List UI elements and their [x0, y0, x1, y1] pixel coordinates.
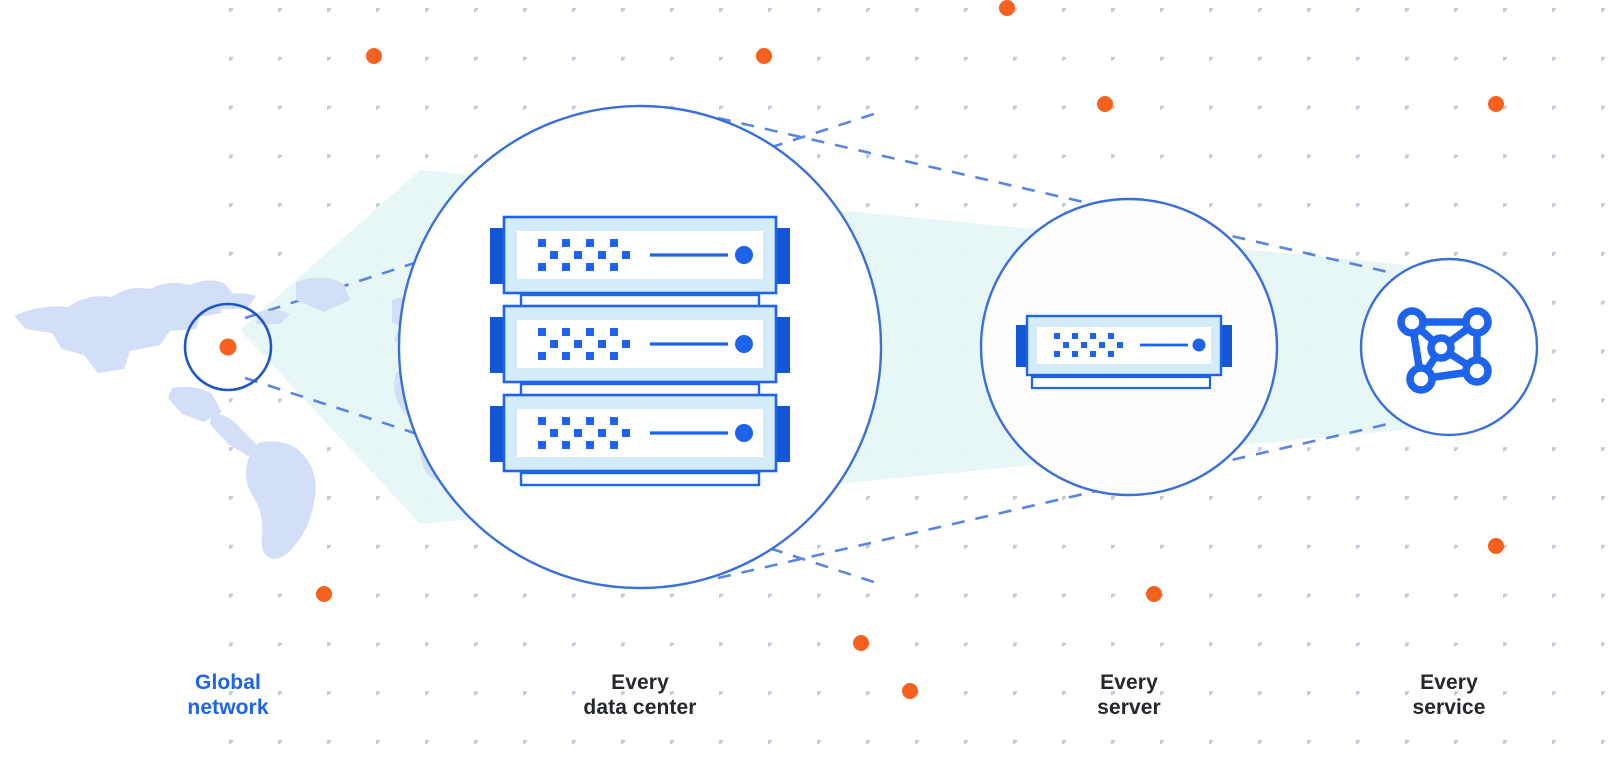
stage-label-service[interactable]: Every service	[1412, 671, 1486, 719]
server-unit-icon	[1016, 314, 1232, 390]
status-dot	[735, 424, 753, 442]
status-dot-matrix	[1054, 333, 1123, 357]
server-rack-unit	[490, 304, 790, 398]
service-network-icon	[1397, 307, 1492, 394]
stage-label-global-network[interactable]: Global network	[187, 671, 269, 719]
globe-lens-circle	[183, 302, 273, 392]
globe-location-dot	[219, 338, 237, 356]
server-rack-unit	[490, 393, 790, 487]
stage-label-data-center[interactable]: Every data center	[583, 671, 697, 719]
status-dot-matrix	[538, 328, 630, 360]
orange-accent-dots	[316, 0, 1504, 699]
server-rack-icon	[490, 215, 790, 487]
status-dot	[735, 335, 753, 353]
status-dot	[735, 246, 753, 264]
server-rack-unit	[490, 215, 790, 309]
stage-label-server[interactable]: Every server	[1097, 671, 1161, 719]
status-dot-matrix	[538, 239, 630, 271]
status-dot	[1192, 338, 1206, 352]
status-dot-matrix	[538, 417, 630, 449]
